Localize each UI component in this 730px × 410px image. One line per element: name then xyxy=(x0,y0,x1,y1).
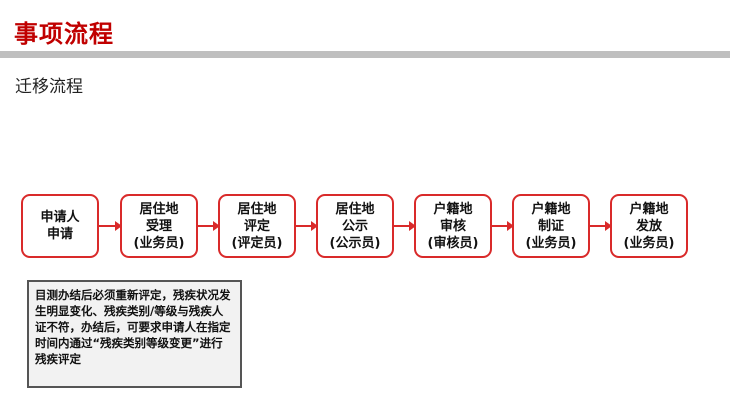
step-residence-publicize: 居住地 公示 (公示员) xyxy=(316,194,394,258)
step-line: 申请人 xyxy=(40,210,80,225)
step-residence-assess: 居住地 评定 (评定员) xyxy=(218,194,296,258)
step-line: (业务员) xyxy=(525,235,577,251)
step-line: 审核 xyxy=(439,218,466,234)
step-line: 评定 xyxy=(243,218,270,234)
flow-arrow xyxy=(394,221,416,231)
step-line: 制证 xyxy=(537,218,564,234)
note-box: 目测办结后必须重新评定，残疾状况发生明显变化、残疾类别/等级与残疾人证不符，办结… xyxy=(27,280,242,388)
step-line: 发放 xyxy=(635,218,662,234)
step-line: 户籍地 xyxy=(531,201,571,217)
flow-arrow xyxy=(198,221,220,231)
step-line: (公示员) xyxy=(329,235,381,251)
step-line: (审核员) xyxy=(427,235,479,251)
step-line: 申请 xyxy=(46,227,73,242)
flow-arrow xyxy=(99,221,122,231)
step-line: (业务员) xyxy=(133,235,185,251)
step-line: 居住地 xyxy=(139,201,179,217)
flow-arrow xyxy=(492,221,514,231)
step-line: 居住地 xyxy=(237,201,277,217)
step-applicant-apply: 申请人 申请 xyxy=(21,194,99,258)
section-title: 迁移流程 xyxy=(15,77,83,97)
flow-arrow xyxy=(590,221,612,231)
step-line: 户籍地 xyxy=(629,201,669,217)
step-line: 公示 xyxy=(341,218,368,234)
step-line: (评定员) xyxy=(231,235,283,251)
step-household-distribute: 户籍地 发放 (业务员) xyxy=(610,194,688,258)
title-divider-bar xyxy=(0,51,730,58)
step-household-review: 户籍地 审核 (审核员) xyxy=(414,194,492,258)
step-line: 居住地 xyxy=(335,201,375,217)
step-line: 户籍地 xyxy=(433,201,473,217)
step-household-issue-card: 户籍地 制证 (业务员) xyxy=(512,194,590,258)
step-line: 受理 xyxy=(145,218,172,234)
flow-arrow xyxy=(296,221,318,231)
slide-title: 事项流程 xyxy=(14,20,114,48)
step-line: (业务员) xyxy=(623,235,675,251)
step-residence-accept: 居住地 受理 (业务员) xyxy=(120,194,198,258)
